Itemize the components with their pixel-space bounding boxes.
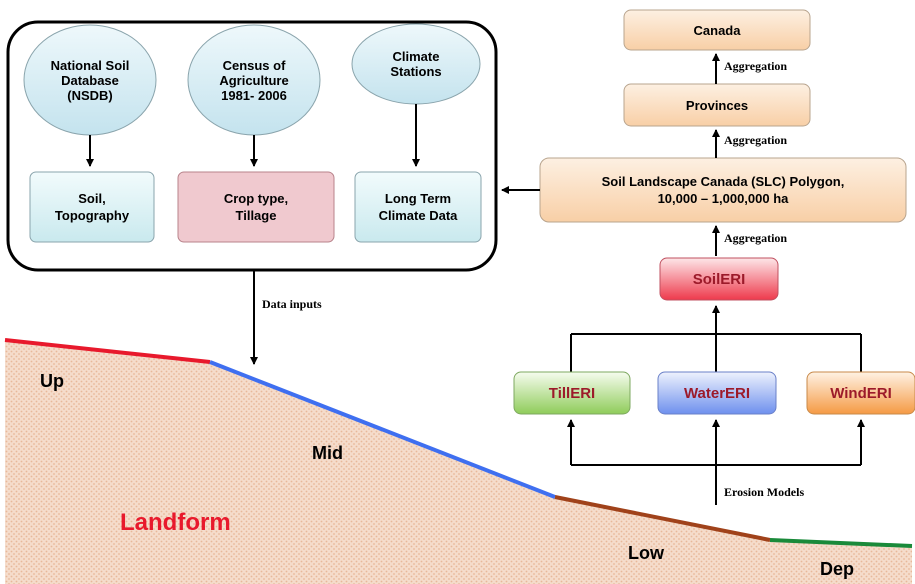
provinces-label: Provinces: [685, 97, 749, 113]
climate-data-box: [354, 171, 482, 243]
erosion-models-label: Erosion Models: [724, 484, 805, 499]
low-label: Low: [628, 542, 664, 563]
winderi-label: WindERI: [830, 384, 892, 402]
climate-data-label: Long Term Climate Data: [378, 191, 458, 223]
tilleri-label: TillERI: [548, 384, 596, 402]
dep-segment: [769, 538, 913, 548]
slc-label: Soil Landscape Canada (SLC) Polygon, 10,…: [601, 174, 845, 206]
soileri-box: [659, 257, 779, 301]
census-label: Census of Agriculture 1981- 2006: [219, 57, 289, 103]
watereri-label: WaterERI: [683, 384, 751, 402]
up-label: Up: [40, 370, 64, 391]
aggregation-label-3: Aggregation: [724, 230, 788, 245]
canada-label: Canada: [693, 22, 741, 38]
mid-segment: [209, 360, 556, 499]
data-inputs-label: Data inputs: [262, 296, 322, 311]
soil-topography-label: Soil, Topography: [54, 191, 130, 223]
up-segment: [4, 338, 211, 364]
mid-label: Mid: [312, 442, 343, 463]
aggregation-label-1: Aggregation: [724, 58, 788, 73]
crop-tillage-label: Crop type, Tillage: [223, 191, 289, 223]
soil-box: [29, 171, 155, 243]
watereri-box: [657, 371, 777, 415]
canada-box: [623, 9, 811, 51]
low-segment: [554, 495, 771, 542]
tilleri-box: [513, 371, 631, 415]
dep-label: Dep: [820, 558, 855, 579]
winderi-box: [806, 371, 915, 415]
climate-label: Climate Stations: [390, 49, 442, 79]
landform-terrain: [5, 340, 912, 584]
nsdb-label: National Soil Database (NSDB): [50, 57, 130, 103]
crop-box: [177, 171, 335, 243]
soileri-label: SoilERI: [692, 270, 746, 288]
aggregation-label-2: Aggregation: [724, 132, 788, 147]
landform-label: Landform: [120, 509, 231, 536]
